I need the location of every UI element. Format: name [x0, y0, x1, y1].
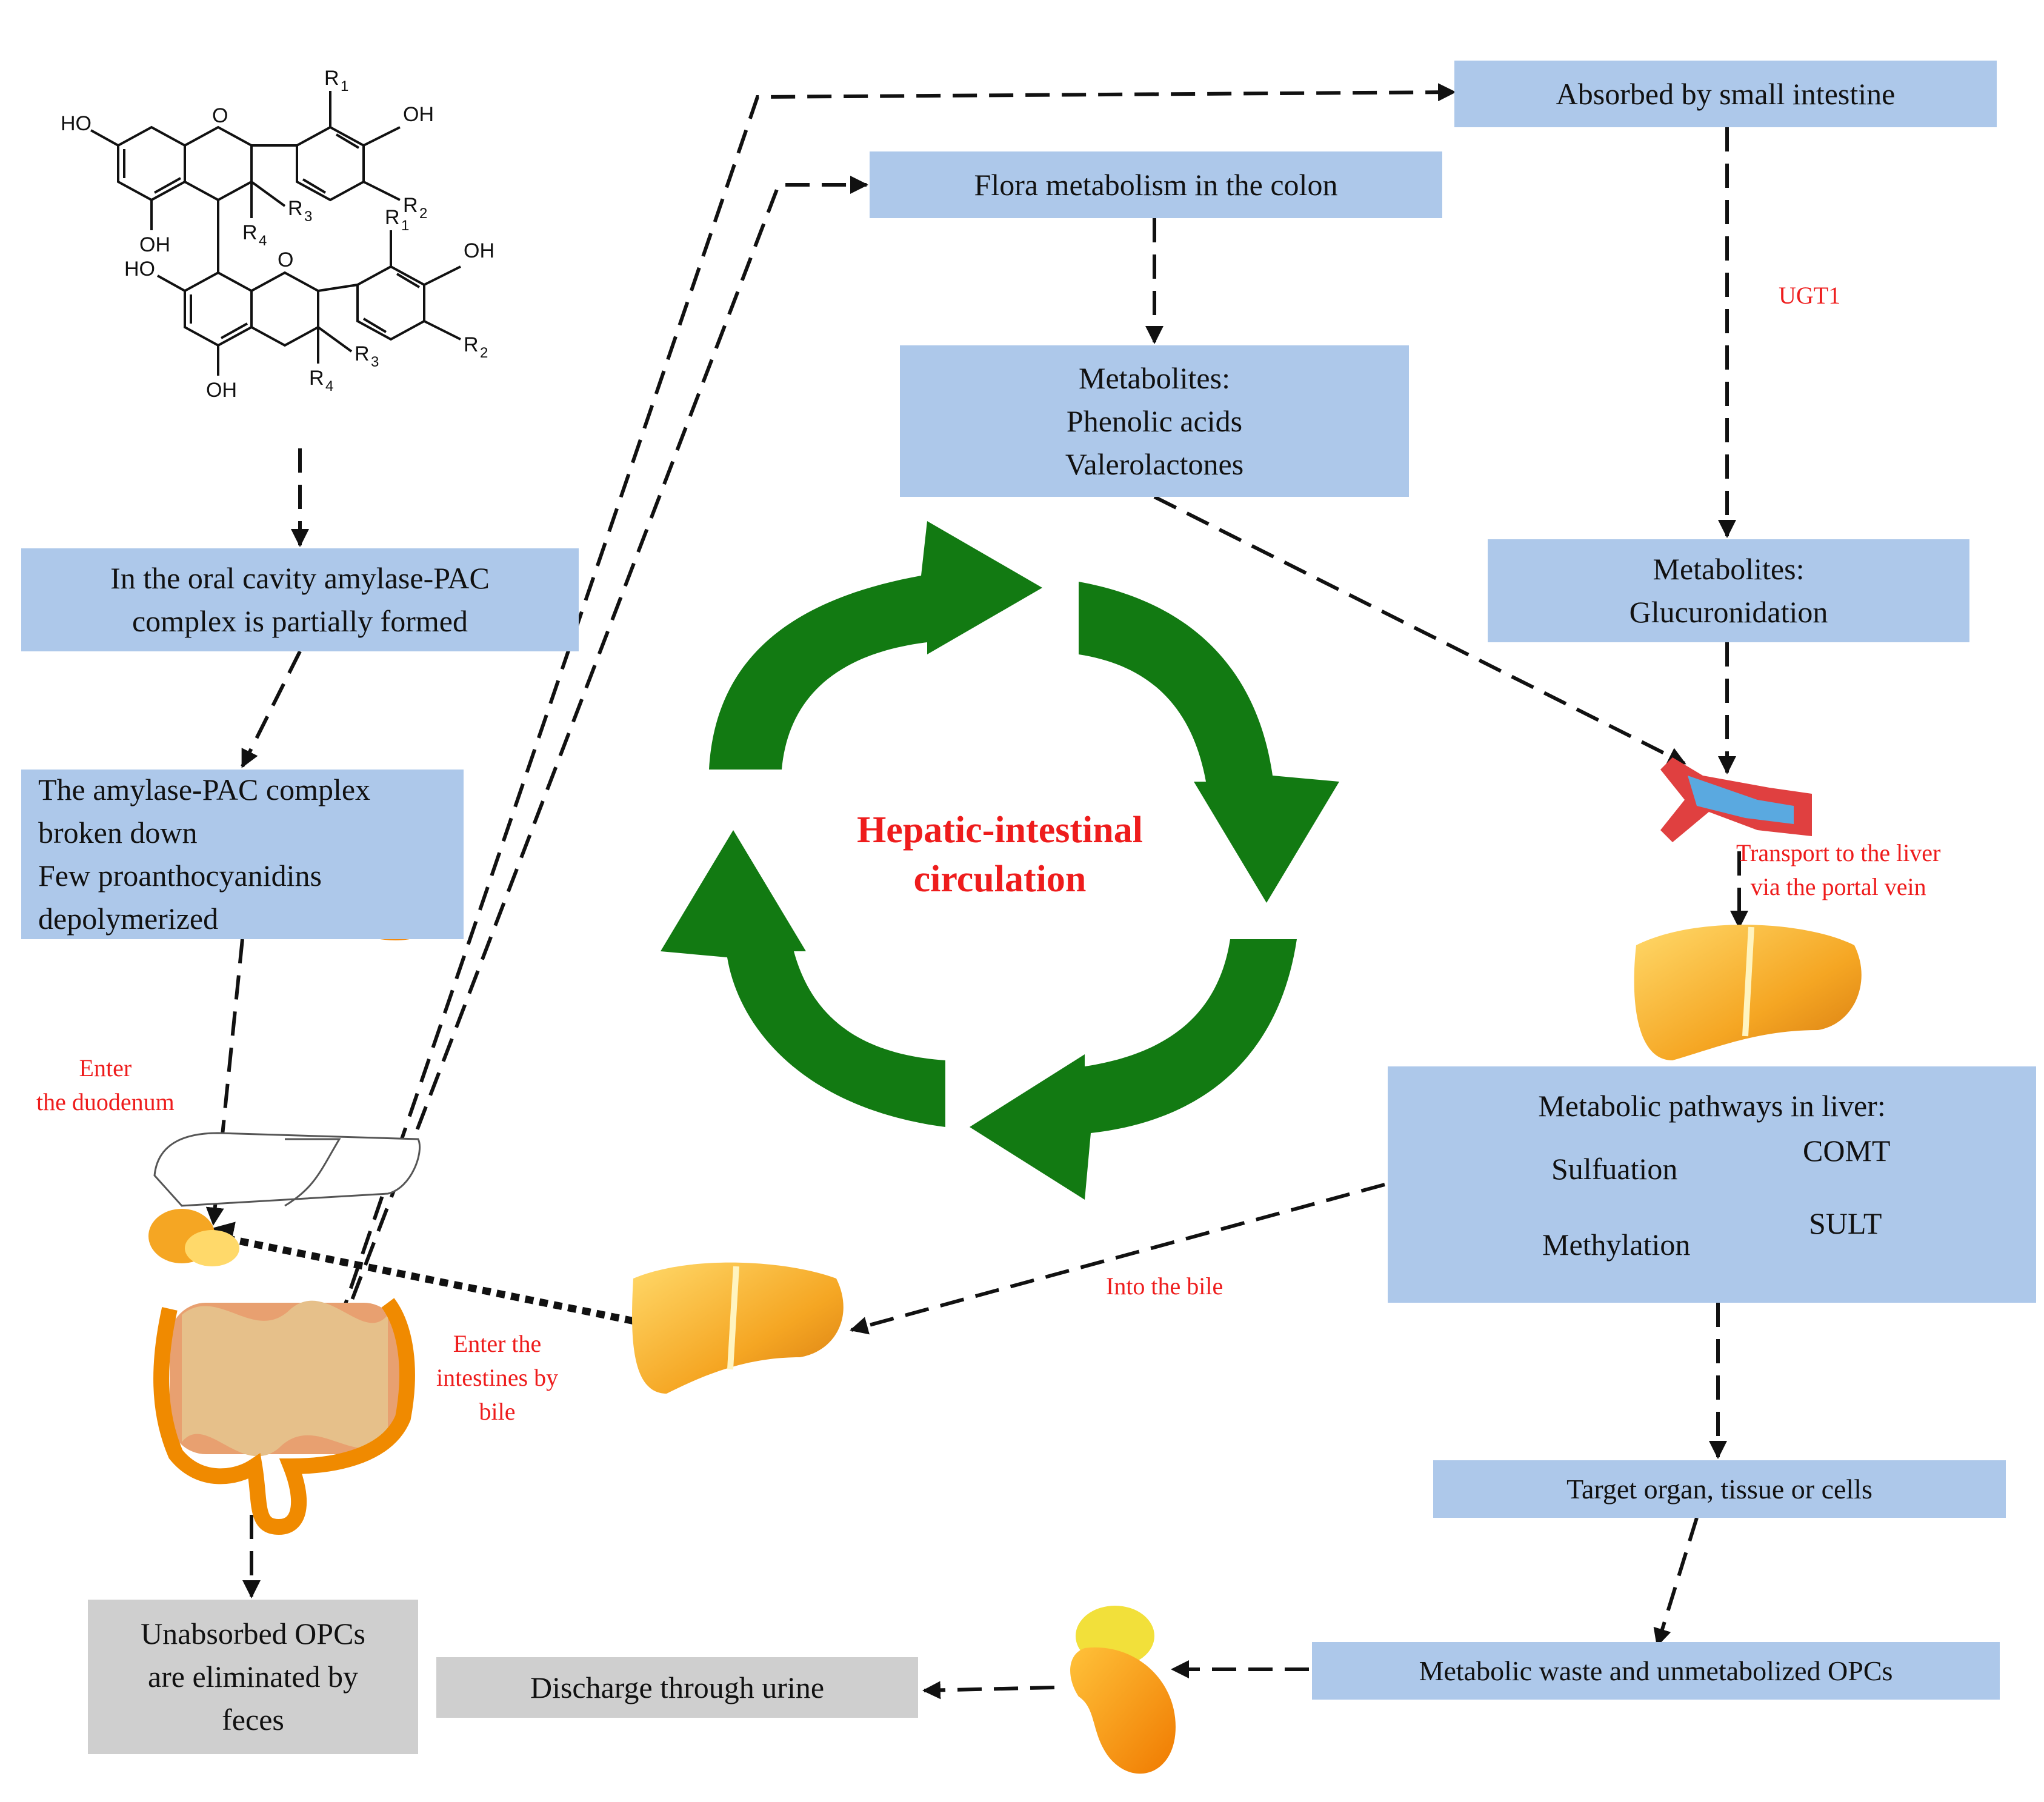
- metabolites-phenolic-box: Metabolites: Phenolic acids Valerolacton…: [900, 345, 1409, 497]
- box-line: complex is partially formed: [131, 604, 468, 638]
- title-line: Hepatic-intestinal: [857, 810, 1143, 851]
- oh-label: OH: [464, 239, 494, 262]
- structure-labels: R 1 OH R 2 HO O R 3 R 4 OH R 1 OH R 2 HO…: [61, 67, 494, 402]
- o-label: O: [212, 104, 228, 127]
- label-line: the duodenum: [36, 1088, 175, 1115]
- duodenum-label: Enter the duodenum: [36, 1051, 175, 1119]
- arrow-metabolites-to-portal: [1153, 495, 1686, 765]
- sult-label: SULT: [1809, 1206, 1882, 1240]
- methylation-label: Methylation: [1542, 1228, 1691, 1262]
- ugt1-label: UGT1: [1779, 279, 1840, 313]
- box-line: Unabsorbed OPCs: [141, 1617, 365, 1651]
- liver-pathways-title: Metabolic pathways in liver:: [1538, 1089, 1886, 1123]
- r4-lower-label: R: [309, 367, 324, 390]
- intestine-icon: [148, 1132, 421, 1535]
- box-text: Discharge through urine: [530, 1670, 825, 1704]
- oh-label: OH: [206, 379, 237, 402]
- label-line: Transport to the liver: [1736, 839, 1941, 866]
- arrow-kidney-to-urine: [922, 1681, 1055, 1700]
- target-organ-box: Target organ, tissue or cells: [1433, 1460, 2006, 1518]
- arrow-liver-path-to-bile: [850, 1183, 1385, 1335]
- feces-elimination-box: Unabsorbed OPCs are eliminated by feces: [88, 1600, 418, 1754]
- sulfuation-label: Sulfuation: [1551, 1152, 1678, 1186]
- r4-upper-subscript: 4: [259, 233, 267, 249]
- hepatic-intestinal-title: Hepatic-intestinal circulation: [788, 806, 1212, 903]
- box-text: Target organ, tissue or cells: [1566, 1473, 1873, 1504]
- box-text: Absorbed by small intestine: [1556, 76, 1896, 111]
- discharge-urine-box: Discharge through urine: [436, 1657, 918, 1718]
- comt-label: COMT: [1803, 1134, 1891, 1168]
- r2-lower-label: R: [464, 333, 479, 356]
- r1-lower-label: R: [385, 206, 400, 229]
- r2-lower-subscript: 2: [480, 345, 488, 361]
- box-line: feces: [222, 1703, 284, 1737]
- r1-lower-subscript: 1: [401, 218, 409, 234]
- r4-lower-subscript: 4: [325, 378, 333, 394]
- stomach-breakdown-box: The amylase-PAC complex broken down Few …: [21, 770, 464, 939]
- title-line: circulation: [913, 858, 1087, 900]
- absorbed-by-small-intestine-box: Absorbed by small intestine: [1454, 61, 1997, 127]
- box-text: Flora metabolism in the colon: [974, 167, 1338, 202]
- metabolic-waste-box: Metabolic waste and unmetabolized OPCs: [1312, 1642, 2000, 1700]
- r3-upper-subscript: 3: [304, 208, 312, 225]
- kidney-icon: [1070, 1606, 1176, 1774]
- box-line: In the oral cavity amylase-PAC: [110, 561, 490, 595]
- liver-fissure: [1742, 926, 1754, 1037]
- oh-label: OH: [139, 233, 170, 256]
- box-text: Metabolic waste and unmetabolized OPCs: [1419, 1655, 1893, 1686]
- portal-vein-label: Transport to the liver via the portal ve…: [1736, 836, 1940, 904]
- arrow-oral-to-stomach: [241, 650, 302, 768]
- liver-fissure: [727, 1266, 739, 1370]
- r3-lower-subscript: 3: [371, 354, 379, 370]
- box-line: Valerolactones: [1065, 447, 1244, 481]
- r3-lower-label: R: [355, 342, 370, 365]
- intestines-by-bile-label: Enter the intestines by bile: [436, 1327, 558, 1429]
- r1-upper-subscript: 1: [341, 78, 348, 95]
- oh-label: OH: [403, 103, 434, 126]
- r1-upper-label: R: [324, 67, 339, 90]
- label-line: via the portal vein: [1750, 873, 1926, 900]
- r4-upper-label: R: [242, 221, 258, 244]
- circulation-arrows-icon: [661, 521, 1339, 1200]
- liver-icon: [632, 1262, 844, 1394]
- box-line: Metabolites:: [1079, 361, 1230, 395]
- box-line: Few proanthocyanidins: [38, 859, 322, 893]
- portal-vein-icon: [1660, 757, 1812, 842]
- ho-label: HO: [124, 258, 155, 281]
- arrow-target-to-waste: [1653, 1517, 1699, 1647]
- r3-upper-label: R: [288, 197, 303, 220]
- r2-upper-label: R: [403, 194, 418, 217]
- box-line: Glucuronidation: [1629, 595, 1828, 629]
- proanthocyanidin-structure-icon: [90, 91, 461, 376]
- flora-metabolism-box: Flora metabolism in the colon: [870, 151, 1442, 218]
- label-text: Into the bile: [1106, 1272, 1223, 1300]
- label-line: intestines by: [436, 1364, 559, 1391]
- r2-upper-subscript: 2: [419, 205, 427, 222]
- arrow-intestine-to-small-intestine: [325, 83, 1456, 1358]
- arrow-bile-to-intestine: [196, 1222, 634, 1325]
- label-line: bile: [479, 1398, 516, 1425]
- box-line: broken down: [38, 816, 198, 849]
- box-line: Phenolic acids: [1066, 404, 1243, 438]
- arrow-intestine-to-colon: [338, 176, 868, 1334]
- box-line: are eliminated by: [147, 1660, 359, 1694]
- into-bile-label: Into the bile: [1106, 1269, 1223, 1303]
- box-line: depolymerized: [38, 902, 219, 936]
- metabolites-glucuronidation-box: Metabolites: Glucuronidation: [1488, 539, 1969, 642]
- oral-cavity-box: In the oral cavity amylase-PAC complex i…: [21, 548, 579, 651]
- ho-label: HO: [61, 112, 92, 135]
- o-label: O: [278, 248, 293, 271]
- box-line: The amylase-PAC complex: [38, 773, 371, 806]
- ugt1-text: UGT1: [1779, 282, 1841, 309]
- liver-metabolic-pathways-box: Metabolic pathways in liver:: [1388, 1066, 2036, 1303]
- box-line: Metabolites:: [1653, 552, 1805, 586]
- label-line: Enter: [79, 1054, 132, 1082]
- label-line: Enter the: [453, 1330, 542, 1357]
